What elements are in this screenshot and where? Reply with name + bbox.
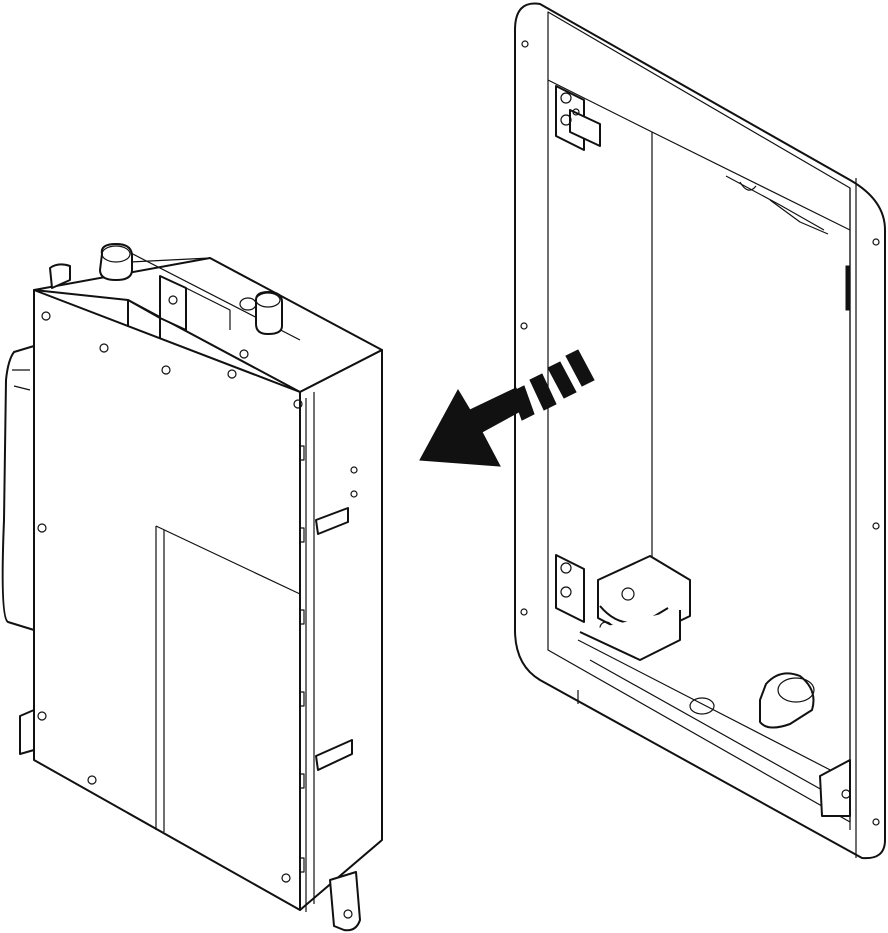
handle-icon <box>1 263 71 631</box>
mounting-tab-icon <box>329 871 361 932</box>
latch-icon <box>725 175 829 235</box>
control-unit-icon <box>1 243 383 932</box>
pipe-elbow-icon <box>759 672 815 729</box>
cable-gland-icon <box>99 243 283 335</box>
hinge-icon <box>555 85 601 151</box>
screw-icon <box>37 311 303 883</box>
slot-marker-icon <box>299 445 305 873</box>
cable-hole-icon <box>689 697 715 715</box>
wall-frame-icon <box>514 2 886 860</box>
mounting-hole-icon <box>520 40 880 826</box>
hinge-icon <box>555 554 585 623</box>
bracket-icon <box>579 555 691 661</box>
insertion-arrow-icon <box>419 349 595 467</box>
